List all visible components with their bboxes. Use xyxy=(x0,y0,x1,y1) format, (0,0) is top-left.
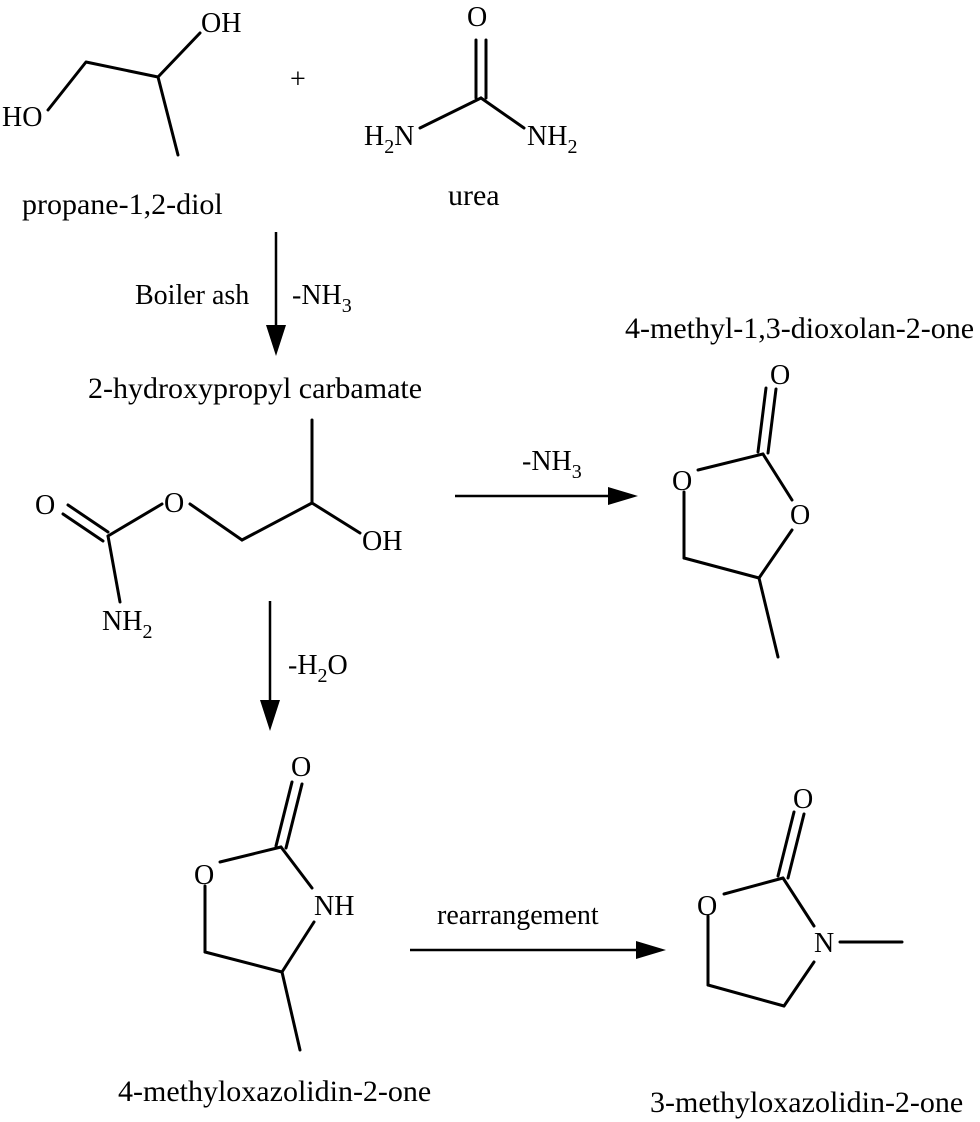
oxaz4-co-bond-1 xyxy=(274,780,294,848)
oxaz4-methyl-bond xyxy=(280,970,302,1052)
oxaz3-co-bond-1 xyxy=(776,810,796,878)
carbamate-nh2-label: NH2 xyxy=(102,606,152,643)
oxazolidinone-3-structure: O O N xyxy=(697,784,904,1008)
dioxolanone-methyl-bond xyxy=(757,576,780,659)
oxaz3-o-carbonyl-label: O xyxy=(793,784,813,815)
carbamate-ch-oh-bond xyxy=(310,501,362,535)
urea-cn-bond-right xyxy=(479,96,526,130)
carbamate-c-n-bond xyxy=(106,534,122,604)
urea-name: urea xyxy=(448,179,500,212)
oxaz4-name: 4-methyloxazolidin-2-one xyxy=(118,1075,431,1108)
dioxolanone-c4-o3-bond xyxy=(757,528,794,580)
propane-1-2-diol-structure: OH HO xyxy=(2,8,241,157)
diol-ho-label: HO xyxy=(2,102,42,133)
step2-byproduct: -NH3 xyxy=(522,446,582,483)
oxaz4-c2-o1-bond xyxy=(218,845,283,864)
oxaz3-c2-n3-bond xyxy=(781,876,816,928)
dioxolanone-c2-o1-bond xyxy=(696,452,765,472)
carbamate-co-bond-2 xyxy=(61,512,105,543)
diol-backbone-bonds xyxy=(46,60,180,157)
plus-sign: + xyxy=(290,64,306,95)
urea-o-label: O xyxy=(467,2,487,33)
arrow-step3 xyxy=(260,601,280,731)
urea-cn-bond-left xyxy=(418,96,483,130)
dioxolanone-o-right-label: O xyxy=(790,500,810,531)
dioxolanone-name: 4-methyl-1,3-dioxolan-2-one xyxy=(625,312,974,345)
carbamate-co-bond-1 xyxy=(66,503,110,534)
propane-1-2-diol-name: propane-1,2-diol xyxy=(22,188,223,221)
diol-oh-label: OH xyxy=(201,8,241,39)
dioxolanone-c5-c4-bond xyxy=(682,556,761,580)
oxaz3-c5-c4-bond xyxy=(706,983,786,1008)
dioxolanone-co-bond-2 xyxy=(766,387,778,455)
step4-label: rearrangement xyxy=(437,900,599,931)
urea-h2n-label: H2N xyxy=(364,121,414,158)
dioxolanone-c2-o3-bond xyxy=(761,452,794,502)
step1-byproduct: -NH3 xyxy=(292,280,352,317)
urea-structure: O H2N NH2 xyxy=(364,2,577,158)
oxaz3-name: 3-methyloxazolidin-2-one xyxy=(650,1086,963,1119)
dioxolanone-structure: O O O xyxy=(672,360,810,659)
arrow-step1 xyxy=(266,232,286,356)
oxaz4-c5-c4-bond xyxy=(203,950,284,974)
oxaz3-n-label: N xyxy=(814,928,834,959)
carbamate-o-carbonyl-label: O xyxy=(35,490,55,521)
carbamate-o-ch2-bond xyxy=(188,502,244,542)
carbamate-ch2-ch-bond xyxy=(240,501,314,542)
carbamate-name: 2-hydroxypropyl carbamate xyxy=(88,372,422,405)
oxazolidinone-4-structure: O O NH xyxy=(194,752,354,1052)
oxaz4-c4-n3-bond xyxy=(280,920,316,974)
oxaz3-c2-o1-bond xyxy=(722,876,785,896)
oxaz4-nh-label: NH xyxy=(314,891,354,922)
carbamate-c-o-bond xyxy=(106,502,164,538)
oxaz4-c2-n3-bond xyxy=(279,845,314,890)
dioxolanone-o-left-label: O xyxy=(672,466,692,497)
oxaz3-c4-n3-bond xyxy=(782,960,816,1008)
dioxolanone-co-bond-1 xyxy=(756,386,768,454)
oxaz4-o-carbonyl-label: O xyxy=(291,752,311,783)
step3-byproduct: -H2O xyxy=(288,650,348,687)
oxaz3-o-ring-label: O xyxy=(697,891,717,922)
carbamate-oh-label: OH xyxy=(362,526,402,557)
oxaz3-co-bond-2 xyxy=(786,812,806,880)
arrow-step4 xyxy=(410,941,666,959)
carbamate-structure: O O OH NH2 xyxy=(35,418,402,643)
diol-oh-bond xyxy=(156,31,202,79)
dioxolanone-o-carbonyl-label: O xyxy=(770,360,790,391)
oxaz4-co-bond-2 xyxy=(284,782,304,850)
carbamate-o-ester-label: O xyxy=(164,488,184,519)
urea-nh2-label: NH2 xyxy=(527,121,577,158)
arrow-step2 xyxy=(455,487,638,505)
step1-catalyst: Boiler ash xyxy=(135,280,249,311)
oxaz4-o-ring-label: O xyxy=(194,860,214,891)
